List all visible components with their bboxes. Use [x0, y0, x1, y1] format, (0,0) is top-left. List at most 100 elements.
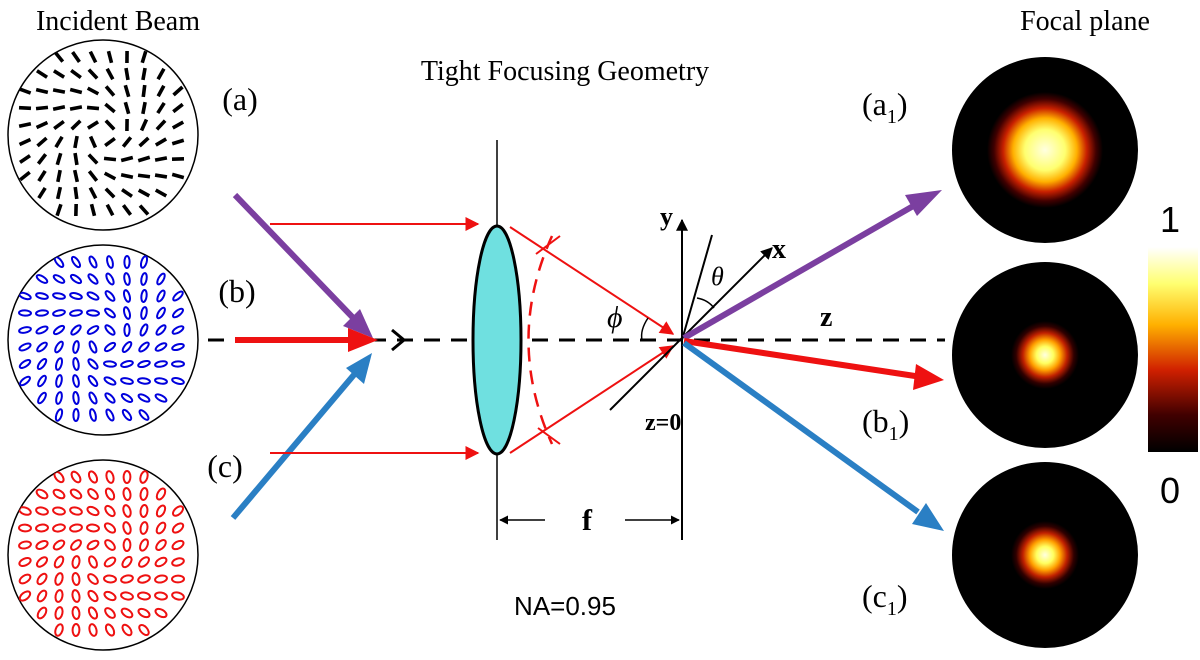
arrow-out-a-head — [905, 190, 942, 216]
polarization-mark — [72, 374, 80, 388]
polarization-mark — [156, 101, 166, 115]
polarization-mark — [171, 574, 185, 584]
polarization-mark — [103, 590, 117, 602]
polarization-mark — [86, 523, 100, 533]
polarization-mark — [88, 555, 98, 569]
arc-tick-bottom — [537, 427, 561, 445]
polarization-mark — [156, 306, 166, 320]
polarization-mark — [53, 51, 65, 63]
polarization-mark — [70, 324, 82, 336]
polarization-mark — [171, 557, 185, 567]
polarization-mark — [37, 374, 47, 388]
polarization-mark — [54, 357, 64, 371]
polarization-mark — [35, 488, 49, 500]
polarization-mark — [87, 589, 99, 603]
polarization-mark — [104, 307, 116, 319]
polarization-mark — [70, 470, 82, 484]
polarization-mark — [55, 391, 63, 405]
polarization-mark — [36, 357, 48, 371]
polarization-mark — [52, 292, 66, 300]
polarization-mark — [52, 69, 66, 79]
polarization-mark — [86, 120, 100, 130]
polarization-mark — [139, 487, 149, 501]
polarization-mark — [122, 289, 132, 303]
polarization-mark — [19, 375, 31, 387]
polarization-mark — [121, 623, 133, 637]
polarization-mark — [103, 522, 117, 534]
polarization-mark — [37, 391, 47, 405]
polarization-mark — [35, 120, 49, 130]
arrow-out-a — [682, 202, 917, 341]
polarization-mark — [154, 393, 168, 403]
polarization-mark — [137, 155, 151, 163]
polarization-mark — [88, 255, 98, 269]
polarization-mark — [120, 172, 134, 180]
polarization-mark — [69, 105, 83, 111]
polarization-mark — [54, 589, 64, 603]
polarization-mark — [73, 152, 79, 166]
polarization-mark — [71, 51, 81, 63]
polarization-mark — [104, 487, 116, 501]
polarization-mark — [137, 188, 151, 198]
polarization-mark — [122, 487, 132, 501]
polarization-mark — [86, 86, 100, 96]
polarization-mark — [55, 203, 63, 217]
incident-beam-a — [7, 39, 199, 231]
arrow-out-c-head — [912, 503, 944, 531]
polarization-mark — [70, 255, 82, 269]
colorbar — [1148, 247, 1198, 452]
out-label-c1: (c1) — [862, 578, 908, 620]
z-axis-label: z — [820, 302, 832, 333]
polarization-mark — [154, 342, 168, 352]
lens — [471, 224, 523, 456]
focal-length-label: f — [582, 504, 593, 537]
polarization-mark — [103, 376, 117, 386]
polarization-mark — [18, 137, 32, 147]
polarization-mark — [104, 187, 116, 199]
polarization-mark — [18, 557, 32, 567]
incident-beam-title: Incident Beam — [36, 6, 200, 37]
arc-tick-top — [535, 235, 561, 255]
polarization-mark — [55, 186, 63, 200]
polarization-mark — [71, 572, 81, 586]
theta-angle-arc — [696, 297, 715, 309]
polarization-mark — [87, 170, 99, 182]
polarization-mark — [54, 135, 64, 149]
polarization-mark — [137, 377, 151, 385]
polarization-mark — [37, 169, 47, 183]
polarization-mark — [171, 591, 185, 601]
polarization-mark — [87, 153, 99, 165]
out-label-a1: (a1) — [862, 86, 908, 128]
polarization-mark — [137, 607, 151, 619]
polarization-mark — [138, 623, 150, 637]
polarization-mark — [88, 186, 98, 200]
polarization-mark — [103, 574, 117, 584]
polarization-mark — [18, 523, 32, 533]
polarization-mark — [122, 538, 132, 552]
polarization-mark — [35, 105, 49, 111]
polarization-mark — [35, 506, 49, 516]
polarization-mark — [72, 357, 80, 371]
polarization-mark — [18, 105, 32, 111]
polarization-mark — [172, 307, 184, 319]
polarization-mark — [88, 340, 98, 354]
polarization-mark — [120, 155, 134, 163]
polarization-mark — [35, 540, 49, 550]
polarization-mark — [105, 272, 115, 286]
polarization-mark — [104, 85, 116, 97]
polarization-mark — [103, 556, 117, 568]
polarization-mark — [53, 555, 65, 569]
arrow-out-b — [683, 338, 916, 379]
polarization-mark — [171, 138, 185, 146]
polarization-mark — [52, 539, 66, 551]
arrow-in-a-head — [343, 309, 373, 338]
polarization-mark — [18, 540, 32, 550]
na-label: NA=0.95 — [514, 591, 616, 621]
polarization-mark — [52, 523, 66, 533]
polarization-mark — [54, 572, 64, 586]
polarization-mark — [88, 135, 98, 149]
polarization-mark — [54, 408, 64, 422]
polarization-mark — [73, 135, 79, 149]
polarization-mark — [88, 623, 98, 637]
outgoing-arrows — [682, 190, 944, 531]
